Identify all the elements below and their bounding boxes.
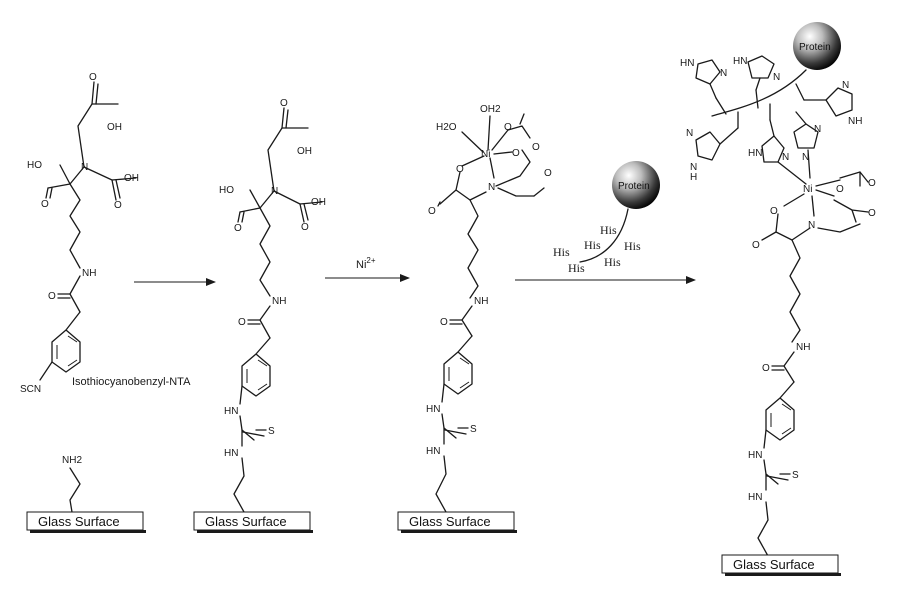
protein-label: Protein xyxy=(799,42,831,53)
nh2-label: NH2 xyxy=(62,455,82,466)
nickel-center-label: Ni xyxy=(803,184,812,195)
protein-label: Protein xyxy=(618,181,650,192)
his-residue-label: His xyxy=(600,223,617,237)
oxygen-label: O xyxy=(428,206,436,217)
hn-label: HN xyxy=(733,56,747,67)
sulfur-label: S xyxy=(470,424,477,435)
amine-glass-surface: NH2 Glass Surface xyxy=(26,455,146,533)
nitrogen-label: N xyxy=(814,124,821,135)
hn-label: HN xyxy=(224,406,238,417)
his-residue-label: His xyxy=(624,239,641,253)
water-ligand-label: H2O xyxy=(436,122,457,133)
oxygen-label: O xyxy=(868,178,876,189)
protein-backbone xyxy=(711,69,807,117)
glass-surface-label: Glass Surface xyxy=(205,514,287,529)
oxygen-label: O xyxy=(114,200,122,211)
oh-label: OH xyxy=(124,173,139,184)
his-tag-chain xyxy=(579,208,629,263)
imidazole-ring: HN N xyxy=(748,119,807,185)
glass-surface-label: Glass Surface xyxy=(38,514,120,529)
hn-label: HN xyxy=(748,450,762,461)
oh-label: OH xyxy=(297,146,312,157)
nitrogen-label: N xyxy=(488,182,495,193)
oxygen-label: O xyxy=(456,164,464,175)
oxygen-label: O xyxy=(770,206,778,217)
glass-surface-label: Glass Surface xyxy=(409,514,491,529)
nh-label: NH xyxy=(272,296,286,307)
nitrogen-label: N xyxy=(690,162,697,173)
nitrogen-label: N xyxy=(686,128,693,139)
hn-label: HN xyxy=(748,148,762,159)
his-tagged-protein: Protein His His His His His His xyxy=(553,161,660,275)
hn-label: HN xyxy=(426,404,440,415)
reagent-molecule: OH O N OH O HO O NH O SCN Isothiocyanobe… xyxy=(20,72,191,395)
oxygen-label: O xyxy=(762,363,770,374)
oxygen-label: O xyxy=(836,184,844,195)
ni-nta-glass-complex: OH2 H2O Ni O O O N O O O NH O HN S HN Gl… xyxy=(397,104,552,533)
imidazole-ring: N N H xyxy=(686,127,739,183)
ho-label: HO xyxy=(27,160,42,171)
oxygen-label: O xyxy=(504,122,512,133)
his-residue-label: His xyxy=(584,238,601,252)
hydrogen-label: H xyxy=(690,172,697,183)
nitrogen-label: N xyxy=(271,186,278,197)
nitrogen-label: N xyxy=(842,80,849,91)
nitrogen-label: N xyxy=(81,162,88,173)
nitrogen-label: N xyxy=(720,68,727,79)
nta-glass-conjugate: OH O N OH O HO O NH O HN S HN Glass Surf… xyxy=(193,98,326,533)
oh-label: OH xyxy=(107,122,122,133)
oxygen-label: O xyxy=(440,317,448,328)
sulfur-label: S xyxy=(792,470,799,481)
hn-label: HN xyxy=(748,492,762,503)
hn-label: HN xyxy=(680,58,694,69)
protein-sphere xyxy=(612,161,660,209)
protein-bound-complex: Protein HN N HN N N NH N xyxy=(680,22,876,576)
nh-label: NH xyxy=(82,268,96,279)
oxygen-label: O xyxy=(532,142,540,153)
nh-label: NH xyxy=(474,296,488,307)
nh-label: NH xyxy=(848,116,862,127)
oxygen-label: O xyxy=(238,317,246,328)
imidazole-ring: N NH xyxy=(803,80,862,127)
his-residue-label: His xyxy=(604,255,621,269)
oxygen-label: O xyxy=(234,223,242,234)
scn-label: SCN xyxy=(20,384,41,395)
imidazole-ring: N N xyxy=(793,111,821,179)
oxygen-label: O xyxy=(301,222,309,233)
oxygen-label: O xyxy=(280,98,288,109)
oxygen-label: O xyxy=(512,148,520,159)
nh-label: NH xyxy=(796,342,810,353)
sulfur-label: S xyxy=(268,426,275,437)
oxygen-label: O xyxy=(752,240,760,251)
oxygen-label: O xyxy=(41,199,49,210)
his-residue-label: His xyxy=(553,245,570,259)
nitrogen-label: N xyxy=(773,72,780,83)
oxygen-label: O xyxy=(868,208,876,219)
reagent-name-label: Isothiocyanobenzyl-NTA xyxy=(72,376,191,388)
oxygen-label: O xyxy=(48,291,56,302)
oxygen-label: O xyxy=(544,168,552,179)
hn-label: HN xyxy=(426,446,440,457)
imidazole-ring: HN N xyxy=(733,55,780,91)
imidazole-ring: HN N xyxy=(680,58,727,99)
hn-label: HN xyxy=(224,448,238,459)
water-ligand-label: OH2 xyxy=(480,104,501,115)
oh-label: O xyxy=(89,72,97,83)
glass-surface-label: Glass Surface xyxy=(733,557,815,572)
protein-sphere xyxy=(793,22,841,70)
nitrogen-label: N xyxy=(808,220,815,231)
ho-label: HO xyxy=(219,185,234,196)
his-residue-label: His xyxy=(568,261,585,275)
nickel-ion-label: Ni2+ xyxy=(356,256,376,271)
nitrogen-label: N xyxy=(782,152,789,163)
nickel-center-label: Ni xyxy=(481,149,490,160)
nitrogen-label: N xyxy=(802,152,809,163)
oh-label: OH xyxy=(311,197,326,208)
